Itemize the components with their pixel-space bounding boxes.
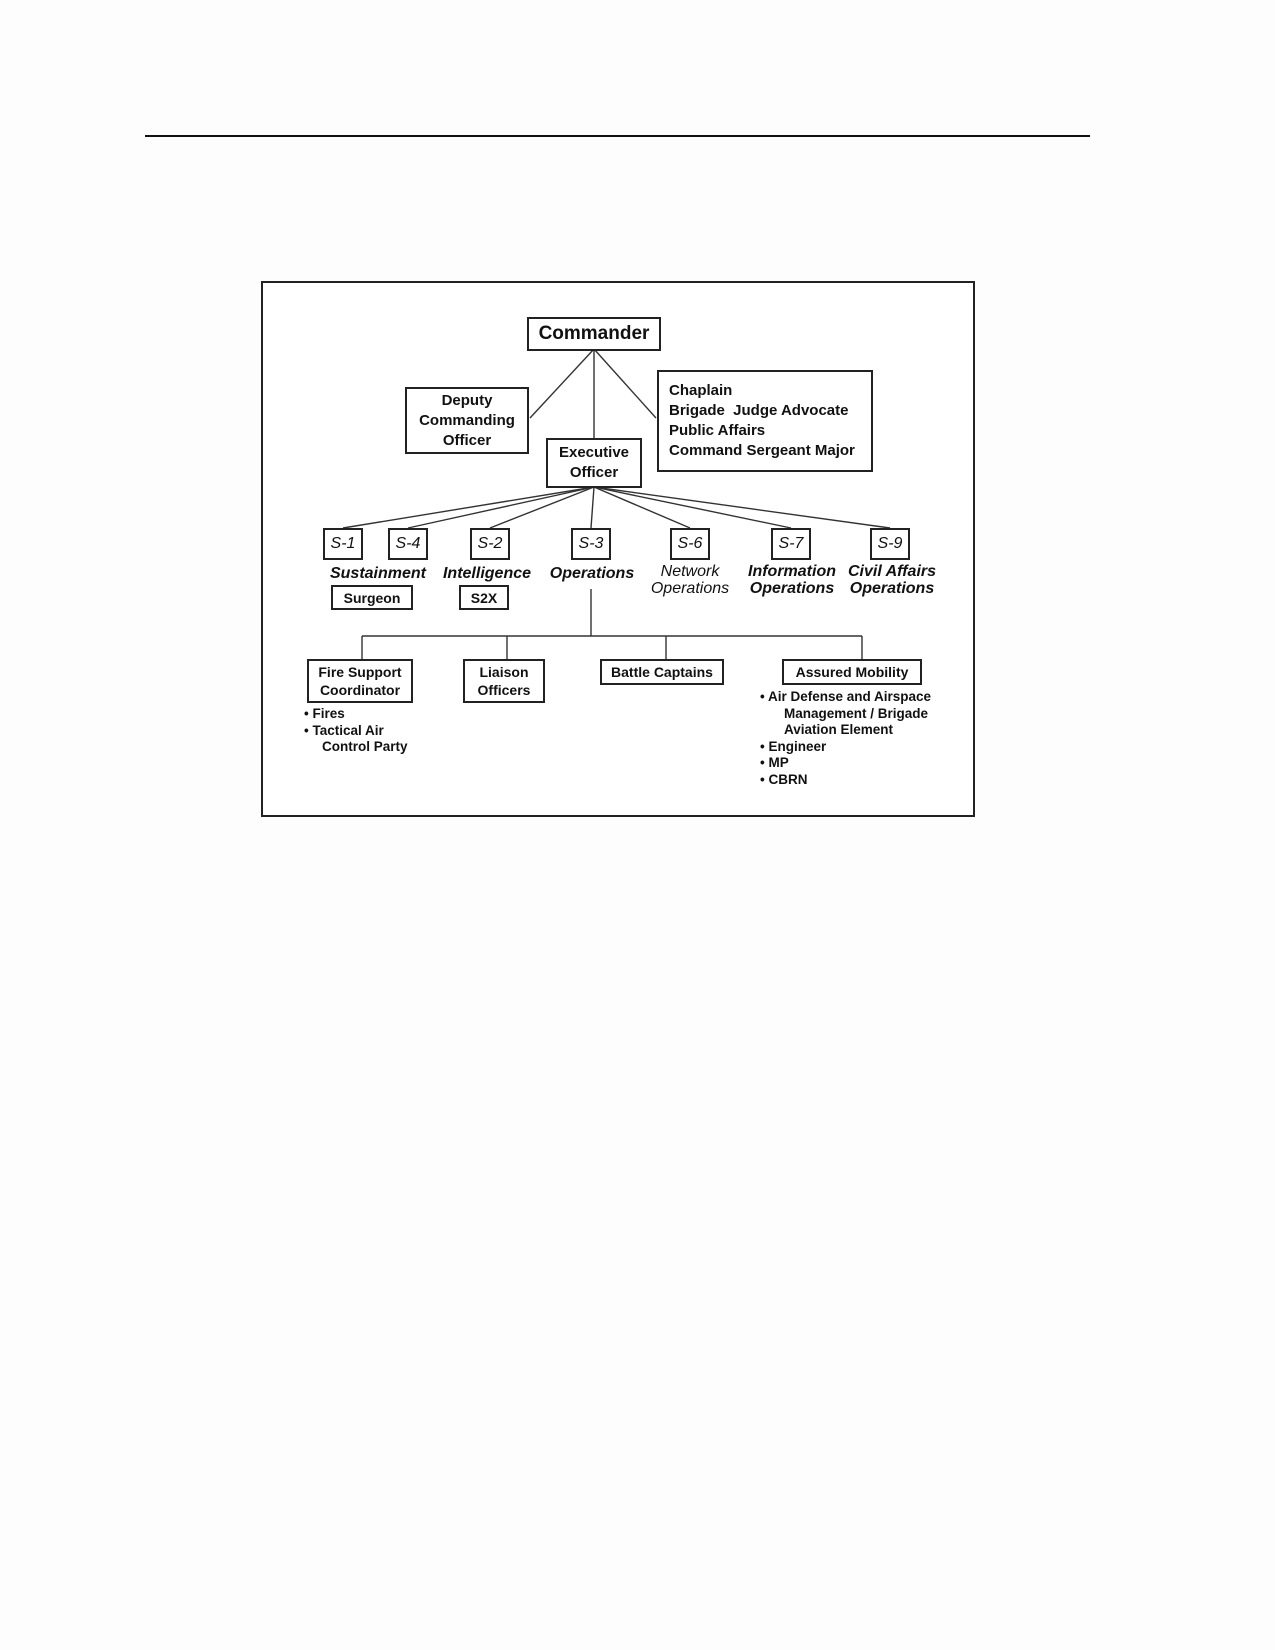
- information-line-1: Information: [748, 563, 836, 580]
- s1-label: S-1: [330, 535, 356, 552]
- bullet-item: • Air Defense and Airspace: [760, 689, 932, 704]
- bullet-mp: MP: [768, 755, 789, 770]
- s9-box: S-9: [870, 528, 910, 560]
- header-rule: [145, 135, 1090, 137]
- commander-box: Commander: [527, 317, 661, 351]
- s6-box: S-6: [670, 528, 710, 560]
- assured-mobility-bullet-list: • Air Defense and Airspace Management / …: [760, 689, 931, 788]
- bullet-item: • CBRN: [760, 771, 808, 787]
- deputy-line-1: Deputy: [441, 391, 493, 409]
- s6-label: S-6: [677, 535, 703, 552]
- s3-box: S-3: [571, 528, 611, 560]
- civil-affairs-operations-label: Civil Affairs Operations: [839, 563, 945, 597]
- bullet-tactical-air: Tactical Air: [312, 722, 384, 738]
- network-line-1: Network: [660, 563, 720, 580]
- information-operations-label: Information Operations: [736, 563, 848, 597]
- bullet-item: • MP: [760, 755, 789, 770]
- liaison-line-2: Officers: [477, 682, 531, 698]
- line-xo-s2: [489, 486, 595, 529]
- command-sergeant-major-label: Command Sergeant Major: [669, 442, 855, 459]
- civil-affairs-line-2: Operations: [849, 580, 935, 597]
- s4-box: S-4: [388, 528, 428, 560]
- bullet-aviation-element: Aviation Element: [784, 722, 894, 737]
- bullet-item: • Fires: [304, 706, 345, 721]
- civil-affairs-line-1: Civil Affairs: [847, 563, 937, 580]
- line-xo-s1: [342, 486, 595, 529]
- xo-line-1: Executive: [558, 444, 630, 461]
- bullet-item: • Engineer: [760, 738, 827, 754]
- assured-mobility-label: Assured Mobility: [795, 664, 909, 680]
- line-xo-s3: [590, 486, 595, 529]
- bullet-management-brigade: Management / Brigade: [784, 705, 929, 721]
- s2x-box: S2X: [459, 585, 509, 610]
- surgeon-label: Surgeon: [343, 589, 401, 606]
- assured-mobility-box: Assured Mobility: [782, 659, 922, 685]
- line-xo-s6: [593, 486, 691, 529]
- bullet-continuation: Management / Brigade: [760, 706, 931, 723]
- s9-label: S-9: [877, 535, 903, 552]
- network-line-2: Operations: [650, 580, 730, 597]
- s3-label: S-3: [578, 535, 604, 552]
- s2-label: S-2: [477, 535, 503, 552]
- bullet-item: • Tactical Air: [304, 722, 384, 738]
- line-commander-deputy: [529, 348, 595, 419]
- bullet-engineer: Engineer: [768, 738, 827, 754]
- bullet-control-party: Control Party: [322, 739, 408, 754]
- commander-label: Commander: [538, 323, 650, 344]
- deputy-line-2: Commanding: [419, 411, 515, 429]
- line-commander-staff: [593, 348, 657, 419]
- fire-support-bullet-list: • Fires • Tactical Air Control Party: [304, 706, 408, 756]
- information-line-2: Operations: [749, 580, 835, 597]
- deputy-line-3: Officer: [442, 431, 492, 449]
- fire-support-line-1: Fire Support: [318, 664, 402, 680]
- s4-label: S-4: [395, 535, 421, 552]
- fire-support-coordinator-box: Fire Support Coordinator: [307, 659, 413, 703]
- s1-box: S-1: [323, 528, 363, 560]
- special-staff-box: Chaplain Brigade Judge Advocate Public A…: [657, 370, 873, 472]
- intelligence-label: Intelligence: [442, 565, 532, 582]
- chaplain-label: Chaplain: [669, 382, 733, 399]
- s7-box: S-7: [771, 528, 811, 560]
- network-operations-label: Network Operations: [640, 563, 740, 597]
- bullet-cbrn: CBRN: [768, 771, 808, 787]
- s2x-label: S2X: [470, 589, 498, 606]
- battle-captains-label: Battle Captains: [611, 664, 713, 680]
- bullet-air-defense: Air Defense and Airspace: [767, 689, 932, 704]
- fire-support-line-2: Coordinator: [319, 682, 401, 698]
- line-xo-s7: [593, 486, 792, 529]
- executive-officer-box: Executive Officer: [546, 438, 642, 488]
- line-xo-s4: [407, 486, 595, 529]
- line-xo-s9: [593, 486, 891, 529]
- surgeon-box: Surgeon: [331, 585, 413, 610]
- liaison-officers-box: Liaison Officers: [463, 659, 545, 703]
- sustainment-label: Sustainment: [329, 565, 426, 582]
- bullet-continuation: Control Party: [304, 739, 408, 756]
- public-affairs-label: Public Affairs: [669, 422, 766, 439]
- deputy-commanding-officer-box: Deputy Commanding Officer: [405, 387, 529, 454]
- xo-line-2: Officer: [569, 464, 619, 481]
- bullet-continuation: Aviation Element: [760, 722, 931, 739]
- liaison-line-1: Liaison: [479, 664, 529, 680]
- battle-captains-box: Battle Captains: [600, 659, 724, 685]
- s7-label: S-7: [778, 535, 804, 552]
- bullet-fires: Fires: [312, 706, 345, 721]
- operations-label: Operations: [549, 565, 635, 582]
- judge-advocate-label: Brigade Judge Advocate: [669, 402, 849, 419]
- s2-box: S-2: [470, 528, 510, 560]
